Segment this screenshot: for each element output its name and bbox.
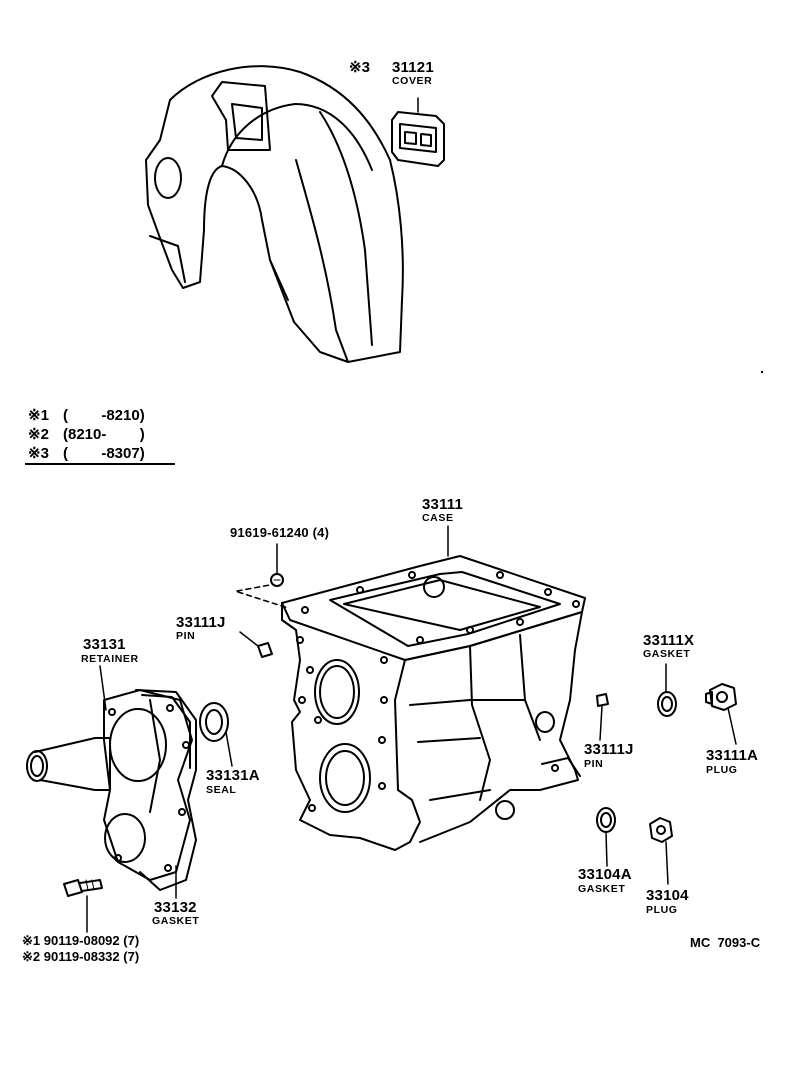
drain-gasket-part-name: GASKET [578, 883, 626, 895]
drain-gasket-part-number: 33104A [578, 866, 632, 883]
notes-underline [25, 463, 175, 465]
case-bolt-drawing [236, 543, 289, 609]
side-pin-part-name: PIN [584, 758, 604, 770]
note-range-2: (8210- ) [63, 426, 145, 443]
retainer-bolt-1: ※1 90119-08092 (7) [22, 933, 140, 948]
upper-pin-part-number: 33111J [176, 614, 226, 631]
upper-pin-part-name: PIN [176, 630, 196, 642]
retainer-drawing [26, 665, 197, 899]
side-plug-part-name: PLUG [706, 764, 738, 776]
retainer-bolt-drawing [63, 879, 103, 933]
case-part-name: CASE [422, 512, 454, 524]
transmission-case-drawing [281, 555, 586, 851]
side-parts-drawing [596, 663, 737, 885]
retainer-part-number: 33131 [83, 636, 126, 653]
note-mark-1: ※1 [28, 407, 49, 424]
seal-drawing [199, 702, 233, 767]
diagram-reference-code: MC 7093-C [690, 935, 761, 950]
stray-mark [760, 370, 764, 374]
case-bolt-part-number: 91619-61240 (4) [230, 525, 330, 540]
drain-plug-part-number: 33104 [646, 887, 689, 904]
retainer-bolt-2: ※2 90119-08332 (7) [22, 949, 140, 964]
note-range-1: ( -8210) [63, 407, 145, 424]
note-mark-2: ※2 [28, 426, 49, 443]
note-mark-3: ※3 [28, 445, 49, 462]
cover-mark: ※3 [349, 59, 370, 76]
case-part-number: 33111 [422, 496, 464, 513]
drain-plug-part-name: PLUG [646, 904, 678, 916]
cover-part-number: 31121 [392, 59, 434, 76]
retainer-gasket-part-name: GASKET [152, 915, 200, 927]
note-range-3: ( -8307) [63, 445, 145, 462]
side-gasket-part-number: 33111X [643, 632, 695, 649]
seal-part-number: 33131A [206, 767, 260, 784]
side-pin-part-number: 33111J [584, 741, 634, 758]
retainer-gasket-part-number: 33132 [154, 899, 197, 916]
seal-part-name: SEAL [206, 784, 237, 796]
retainer-part-name: RETAINER [81, 653, 139, 665]
cover-drawing [391, 97, 445, 167]
clutch-housing-drawing [145, 65, 404, 363]
cover-part-name: COVER [392, 75, 433, 87]
side-plug-part-number: 33111A [706, 747, 759, 764]
upper-pin-drawing [239, 631, 273, 658]
side-gasket-part-name: GASKET [643, 648, 691, 660]
